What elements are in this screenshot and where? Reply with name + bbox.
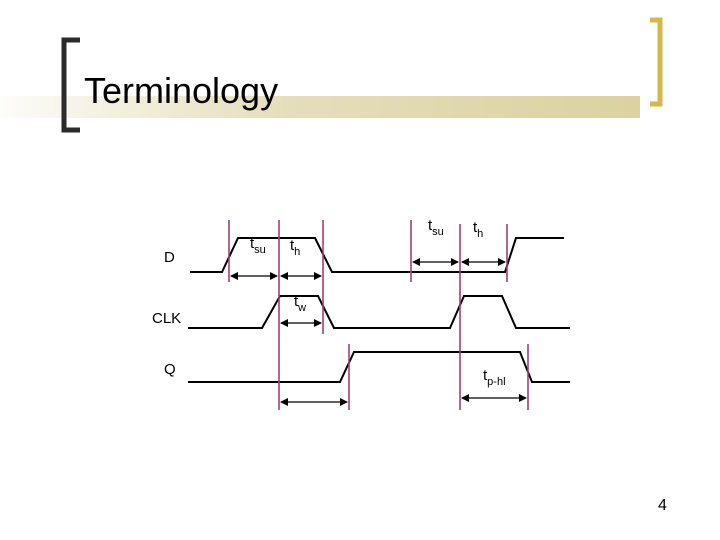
page-number: 4 — [658, 497, 667, 514]
left-bracket-decoration — [61, 37, 80, 133]
signal-label-q: Q — [164, 361, 176, 378]
title-underline-band — [0, 96, 640, 118]
d-waveform — [190, 237, 418, 273]
timing-markers — [228, 220, 529, 410]
right-bracket-decoration — [650, 17, 663, 107]
d-waveform-rise — [418, 237, 564, 273]
prop-delay-label: tp-hl — [483, 367, 506, 388]
setup-time-label-2: tsu — [428, 217, 444, 238]
clk-waveform — [188, 295, 570, 329]
pulse-width-label: tw — [294, 293, 306, 314]
hold-time-label-1: th — [290, 237, 300, 258]
page-title: Terminology — [84, 70, 279, 111]
signal-label-d: D — [164, 249, 175, 266]
hold-time-label-2: th — [473, 219, 483, 240]
signal-label-clk: CLK — [152, 310, 181, 327]
q-waveform — [188, 351, 570, 383]
setup-time-label-1: tsu — [250, 235, 266, 256]
